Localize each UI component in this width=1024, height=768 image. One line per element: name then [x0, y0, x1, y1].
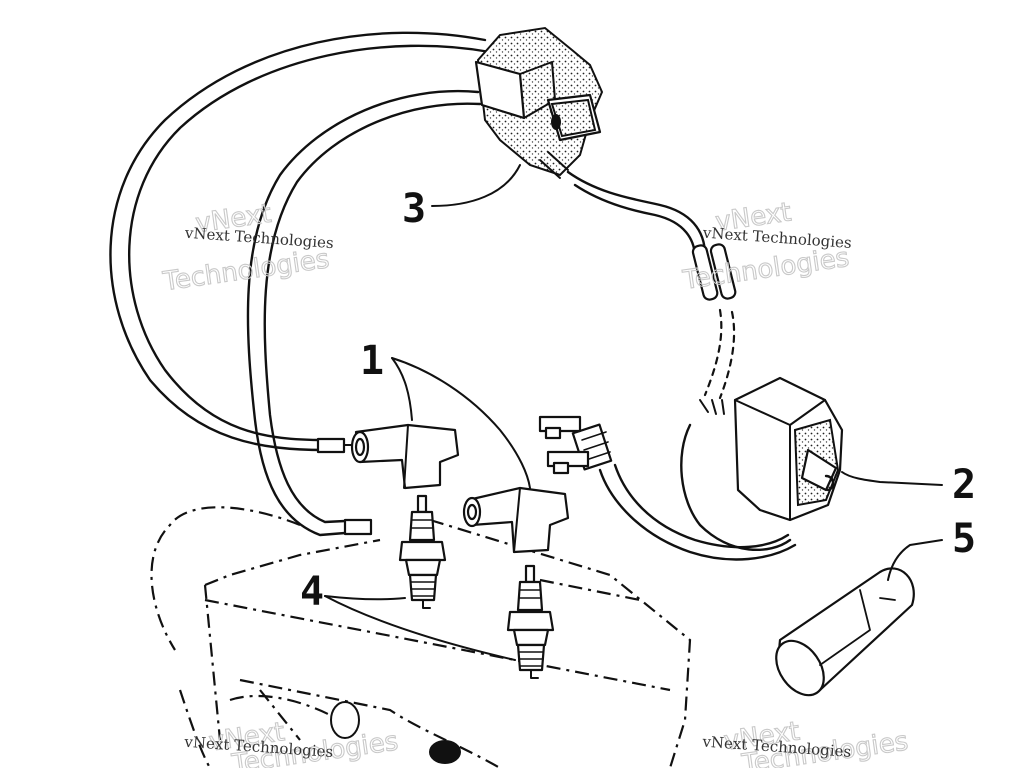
- leader-lines: [324, 164, 943, 661]
- callout-3: 3: [402, 186, 426, 232]
- callout-4: 4: [300, 569, 324, 615]
- coil-wire-inner: [246, 89, 482, 537]
- spark-plug-cap-right: [462, 486, 570, 554]
- engine-block-outline: [150, 506, 692, 768]
- callout-5: 5: [952, 516, 976, 562]
- wire-terminal-lower: [343, 518, 373, 536]
- watermark-small-top-left: vNext Technologies: [183, 224, 334, 252]
- callout-1: 1: [360, 338, 384, 384]
- coil-to-cdi-harness: [566, 170, 737, 415]
- watermark-big-2: Technologies: [161, 244, 332, 297]
- cdi-lower-harness: [538, 415, 797, 561]
- ignition-coil: [474, 26, 604, 179]
- capacitor-part: [775, 567, 915, 697]
- wire-terminal-upper: [316, 437, 353, 454]
- coil-wire-outer: [109, 31, 492, 452]
- spark-plug-left: [398, 494, 447, 609]
- callout-2: 2: [952, 462, 976, 508]
- cdi-unit: [733, 376, 844, 522]
- spark-plug-right: [506, 564, 555, 679]
- spark-plug-cap-left: [350, 423, 460, 490]
